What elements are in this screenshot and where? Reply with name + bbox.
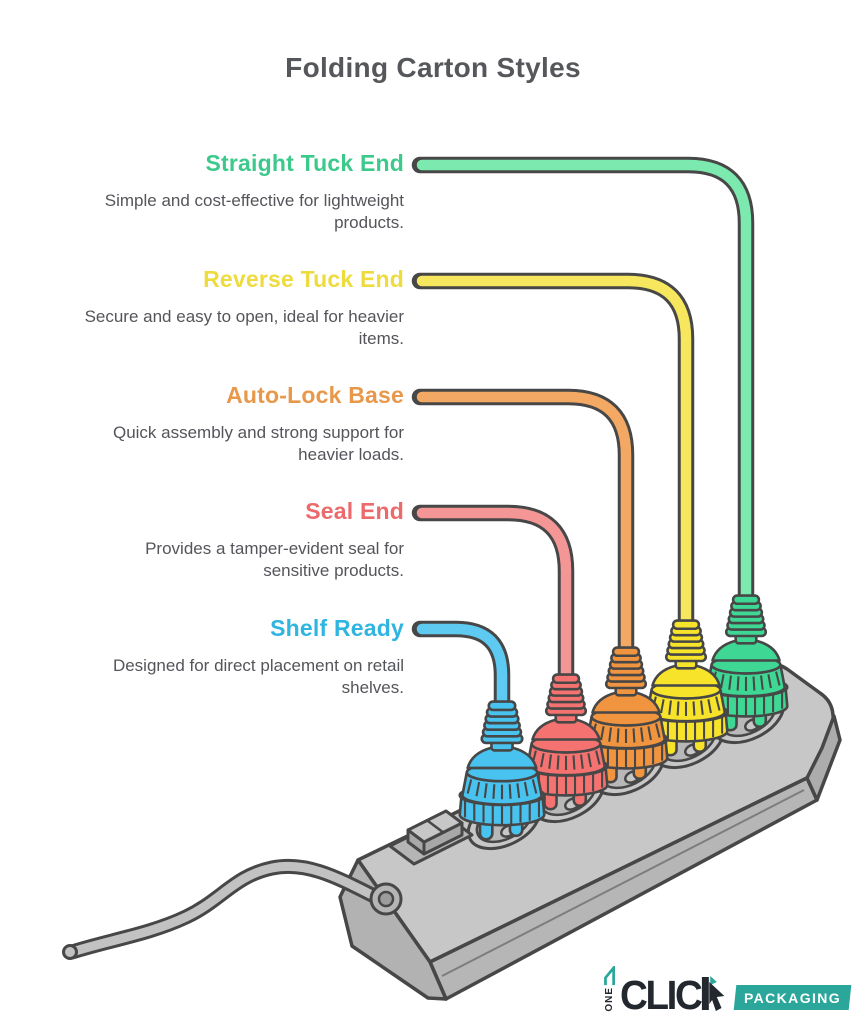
- logo-packaging-badge: PACKAGING: [733, 985, 852, 1010]
- cable-reverse-tuck-end: [411, 272, 695, 634]
- strip-front-groove: [441, 789, 805, 977]
- style-row-straight-tuck-end: Straight Tuck End Simple and cost-effect…: [48, 148, 404, 235]
- style-description: Provides a tamper-evident seal for sensi…: [145, 539, 404, 581]
- style-label: Auto-Lock Base: [226, 382, 404, 408]
- logo-one-text: ONE: [604, 987, 616, 1012]
- cable-seal-end: [411, 504, 575, 688]
- logo-packaging-text: PACKAGING: [743, 990, 841, 1006]
- style-row-shelf-ready: Shelf Ready Designed for direct placemen…: [64, 613, 404, 700]
- plug-shelf-ready: [458, 700, 546, 841]
- style-row-reverse-tuck-end: Reverse Tuck End Secure and easy to open…: [48, 264, 404, 351]
- style-label: Seal End: [305, 498, 404, 524]
- brand-logo: ONE CLIC PACKAGING: [602, 966, 852, 1016]
- style-description: Simple and cost-effective for lightweigh…: [104, 191, 404, 233]
- style-description: Secure and easy to open, ideal for heavi…: [84, 307, 404, 349]
- style-description: Quick assembly and strong support for he…: [112, 423, 404, 465]
- style-label: Straight Tuck End: [205, 150, 404, 176]
- cable-straight-tuck-end: [411, 156, 755, 609]
- cursor-icon: [701, 976, 725, 1011]
- logo-one-column: ONE: [602, 966, 618, 1012]
- style-row-seal-end: Seal End Provides a tamper-evident seal …: [104, 496, 404, 583]
- strip-right-face: [805, 714, 842, 802]
- style-row-auto-lock-base: Auto-Lock Base Quick assembly and strong…: [74, 380, 404, 467]
- power-switch: [388, 809, 474, 866]
- logo-click-text: CLIC: [620, 975, 725, 1016]
- power-cord: [62, 858, 392, 960]
- style-label: Shelf Ready: [270, 615, 404, 641]
- cord-grommet: [369, 882, 403, 916]
- cable-auto-lock-base: [411, 388, 635, 661]
- logo-one-icon: [604, 966, 616, 986]
- style-label: Reverse Tuck End: [203, 266, 404, 292]
- cord-end-cap: [62, 944, 78, 960]
- style-description: Designed for direct placement on retail …: [112, 656, 404, 698]
- cable-shelf-ready: [411, 620, 511, 715]
- page-title: Folding Carton Styles: [285, 52, 581, 83]
